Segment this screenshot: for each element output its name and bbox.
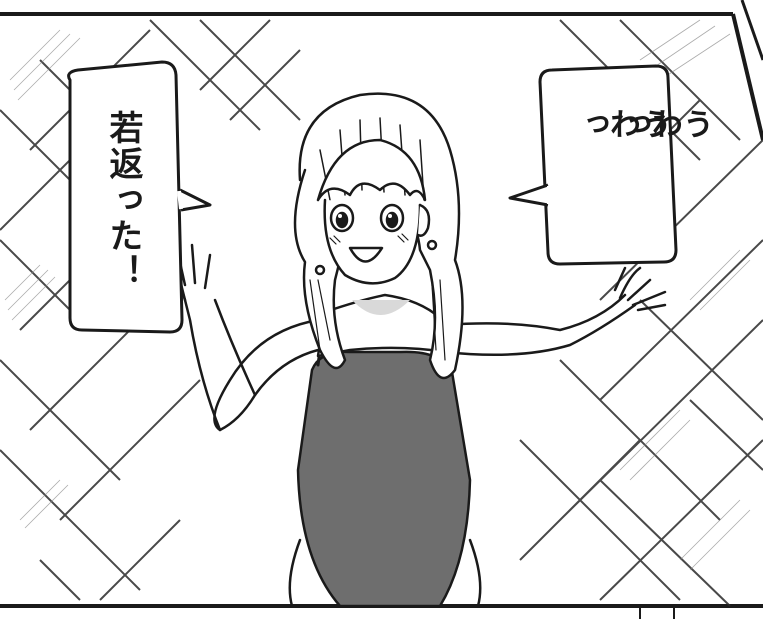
speech-bubble-left-shape bbox=[67, 60, 212, 334]
character-girl bbox=[163, 92, 667, 608]
right-hand bbox=[613, 266, 667, 312]
swimsuit bbox=[296, 350, 472, 608]
eyes bbox=[329, 203, 405, 233]
speech-bubble-right-shape bbox=[508, 64, 678, 266]
right-arm bbox=[443, 293, 637, 357]
speech-bubble-right-line: うわっ bbox=[615, 108, 713, 140]
background-hatching bbox=[4, 19, 751, 571]
speech-bubble-right-line: うわっ bbox=[573, 108, 671, 140]
speech-bubble-left-text: 若返った！ bbox=[103, 110, 143, 290]
mouth bbox=[348, 246, 384, 263]
